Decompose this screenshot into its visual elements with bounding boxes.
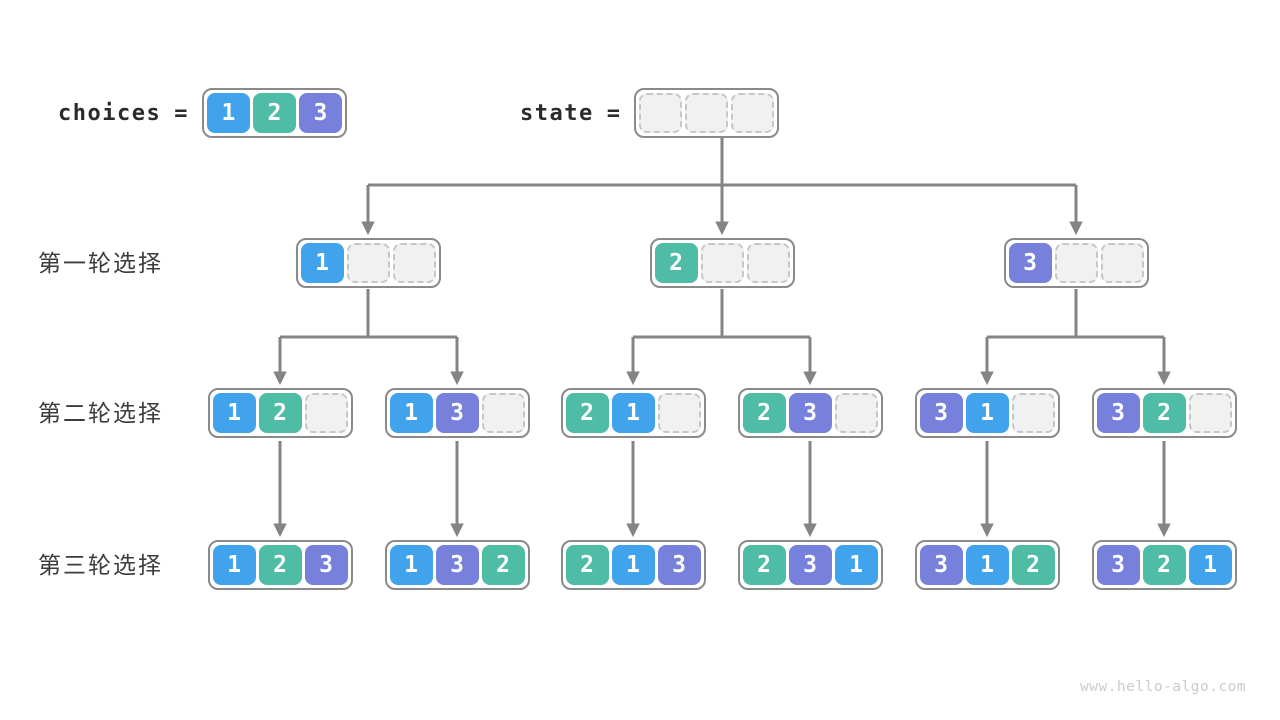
array-cell	[657, 393, 701, 433]
state-legend: state =	[520, 88, 780, 138]
state-node-box: 3	[1003, 238, 1149, 288]
array-cell	[639, 93, 683, 133]
array-cell: 3	[304, 545, 348, 585]
array-cell	[346, 243, 390, 283]
array-cell	[1188, 393, 1232, 433]
equals-sign: =	[606, 100, 622, 126]
round1-row-label: 第一轮选择	[38, 250, 163, 276]
state-node-box: 1 2 3	[207, 540, 353, 590]
array-cell: 2	[1011, 545, 1055, 585]
array-cell	[1011, 393, 1055, 433]
array-cell: 1	[389, 393, 433, 433]
state-node-box: 2 1	[560, 388, 706, 438]
array-cell: 2	[258, 545, 302, 585]
array-cell: 1	[212, 393, 256, 433]
round3-row-label: 第三轮选择	[38, 552, 163, 578]
state-node-box: 2	[649, 238, 795, 288]
array-cell: 1	[212, 545, 256, 585]
array-cell: 2	[742, 393, 786, 433]
array-cell: 2	[1142, 393, 1186, 433]
state-node-box: 2 3 1	[737, 540, 883, 590]
array-cell: 3	[919, 545, 963, 585]
array-cell	[731, 93, 775, 133]
array-cell: 1	[206, 93, 250, 133]
array-cell: 3	[657, 545, 701, 585]
array-cell: 3	[788, 393, 832, 433]
array-cell: 2	[481, 545, 525, 585]
state-node-box: 2 1 3	[560, 540, 706, 590]
array-cell	[304, 393, 348, 433]
state-node-box: 2 3	[737, 388, 883, 438]
array-cell: 3	[788, 545, 832, 585]
array-cell: 1	[834, 545, 878, 585]
array-cell: 2	[654, 243, 698, 283]
array-cell: 1	[965, 545, 1009, 585]
state-node-box: 3 1 2	[914, 540, 1060, 590]
array-cell: 1	[965, 393, 1009, 433]
array-cell: 2	[258, 393, 302, 433]
array-cell	[700, 243, 744, 283]
array-cell: 3	[298, 93, 342, 133]
state-node-box: 3 1	[914, 388, 1060, 438]
array-cell: 1	[389, 545, 433, 585]
array-cell	[685, 93, 729, 133]
state-node-box: 1 2	[207, 388, 353, 438]
state-node-box: 1	[295, 238, 441, 288]
array-cell: 1	[1188, 545, 1232, 585]
array-cell: 2	[742, 545, 786, 585]
array-cell: 3	[919, 393, 963, 433]
website-watermark: www.hello-algo.com	[1080, 679, 1247, 695]
round2-row-label: 第二轮选择	[38, 400, 163, 426]
array-cell: 2	[565, 393, 609, 433]
state-node-box: 1 3 2	[384, 540, 530, 590]
array-cell	[1100, 243, 1144, 283]
state-node-box: 3 2	[1091, 388, 1237, 438]
array-cell	[834, 393, 878, 433]
array-cell: 2	[1142, 545, 1186, 585]
equals-sign: =	[174, 100, 189, 126]
array-cell: 3	[1008, 243, 1052, 283]
array-cell: 1	[611, 393, 655, 433]
array-cell	[746, 243, 790, 283]
array-cell: 1	[611, 545, 655, 585]
state-node-box: 3 2 1	[1091, 540, 1237, 590]
state-array-box	[634, 88, 780, 138]
choices-label: choices	[58, 100, 162, 126]
array-cell: 3	[435, 545, 479, 585]
choices-array-box: 1 2 3	[201, 88, 347, 138]
array-cell: 2	[252, 93, 296, 133]
array-cell: 3	[435, 393, 479, 433]
array-cell	[392, 243, 436, 283]
array-cell	[1054, 243, 1098, 283]
state-node-box: 1 3	[384, 388, 530, 438]
array-cell	[481, 393, 525, 433]
array-cell: 1	[300, 243, 344, 283]
array-cell: 3	[1096, 545, 1140, 585]
array-cell: 2	[565, 545, 609, 585]
array-cell: 3	[1096, 393, 1140, 433]
choices-legend: choices = 1 2 3	[58, 88, 347, 138]
state-label: state	[520, 100, 594, 126]
